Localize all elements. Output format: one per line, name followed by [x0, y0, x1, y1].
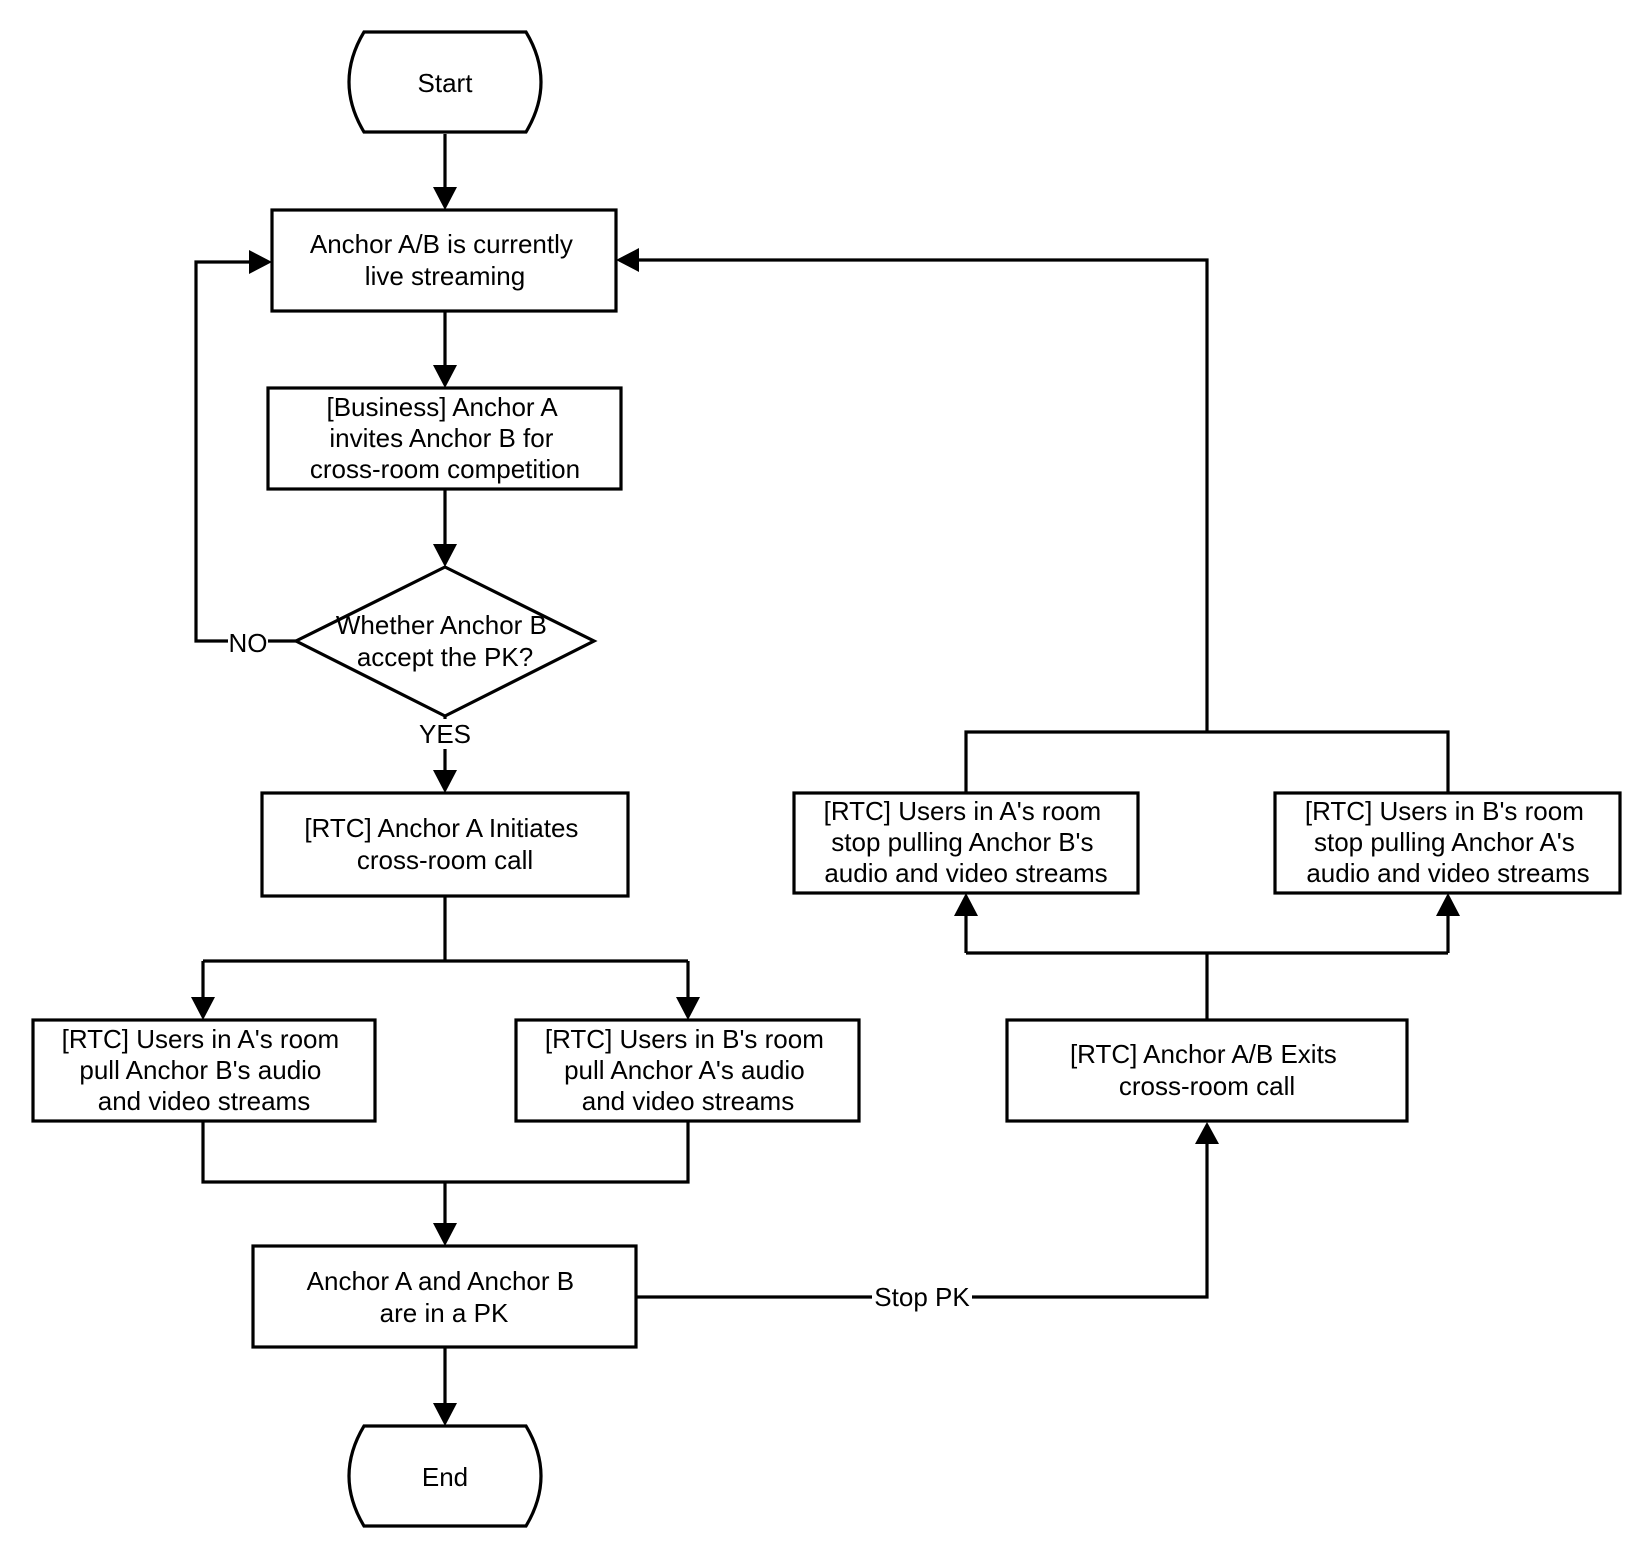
node-text: End	[422, 1462, 468, 1492]
initiate-node: [RTC] Anchor A Initiates cross-room call	[260, 791, 630, 898]
stop-a-node: [RTC] Users in A's room stop pulling Anc…	[792, 791, 1140, 895]
node-text: Anchor A and Anchor B are in a PK	[307, 1266, 582, 1328]
yes-label: YES	[419, 719, 471, 749]
stop-pk-label: Stop PK	[872, 1281, 972, 1313]
arrowhead	[249, 250, 272, 274]
stop-b-node: [RTC] Users in B's room stop pulling Anc…	[1273, 791, 1622, 895]
arrowhead	[616, 248, 639, 272]
node-text: [RTC] Users in B's room pull Anchor A's …	[545, 1024, 831, 1116]
arrowhead	[1195, 1122, 1219, 1144]
arrowhead	[1436, 893, 1460, 916]
pull-a-node: [RTC] Users in A's room pull Anchor B's …	[31, 1018, 377, 1123]
edge-merge	[201, 1122, 690, 1184]
node-text: [RTC] Anchor A/B Exits cross-room call	[1070, 1039, 1344, 1101]
pull-b-node: [RTC] Users in B's room pull Anchor A's …	[514, 1018, 861, 1123]
arrowhead	[433, 187, 457, 210]
decision-node: Whether Anchor B accept the PK?	[292, 565, 598, 718]
node-text: Anchor A/B is currently live streaming	[310, 229, 580, 291]
arrowhead	[676, 997, 700, 1020]
arrowhead	[433, 544, 457, 567]
node-text: [RTC] Users in B's room stop pulling Anc…	[1305, 796, 1591, 888]
node-text: [RTC] Anchor A Initiates cross-room call	[304, 813, 585, 875]
in-pk-node: Anchor A and Anchor B are in a PK	[251, 1244, 638, 1349]
edge-back-to-live	[636, 258, 1209, 732]
arrowhead	[433, 1403, 457, 1426]
arrowhead	[433, 770, 457, 793]
node-text: [RTC] Users in A's room stop pulling Anc…	[824, 796, 1109, 888]
node-text: Whether Anchor B accept the PK?	[336, 610, 554, 672]
arrowhead	[191, 997, 215, 1020]
no-label-text: NO	[229, 628, 268, 658]
exit-node: [RTC] Anchor A/B Exits cross-room call	[1005, 1018, 1409, 1123]
start-node: Start	[347, 30, 543, 134]
arrowhead	[954, 893, 978, 916]
edge-stop-merge	[964, 730, 1450, 793]
invite-node: [Business] Anchor A invites Anchor B for…	[266, 386, 623, 491]
yes-label-text: YES	[419, 719, 471, 749]
live-node: Anchor A/B is currently live streaming	[270, 208, 618, 313]
arrowhead	[433, 1223, 457, 1246]
arrowhead	[433, 365, 457, 388]
no-label: NO	[228, 626, 268, 658]
edge-stop-pk	[636, 1142, 1209, 1299]
end-node: End	[347, 1424, 543, 1528]
node-text: Start	[418, 68, 474, 98]
node-text: [RTC] Users in A's room pull Anchor B's …	[62, 1024, 347, 1116]
stop-pk-label-text: Stop PK	[874, 1282, 970, 1312]
node-text: [Business] Anchor A invites Anchor B for…	[310, 392, 580, 484]
edges	[191, 134, 1460, 1426]
